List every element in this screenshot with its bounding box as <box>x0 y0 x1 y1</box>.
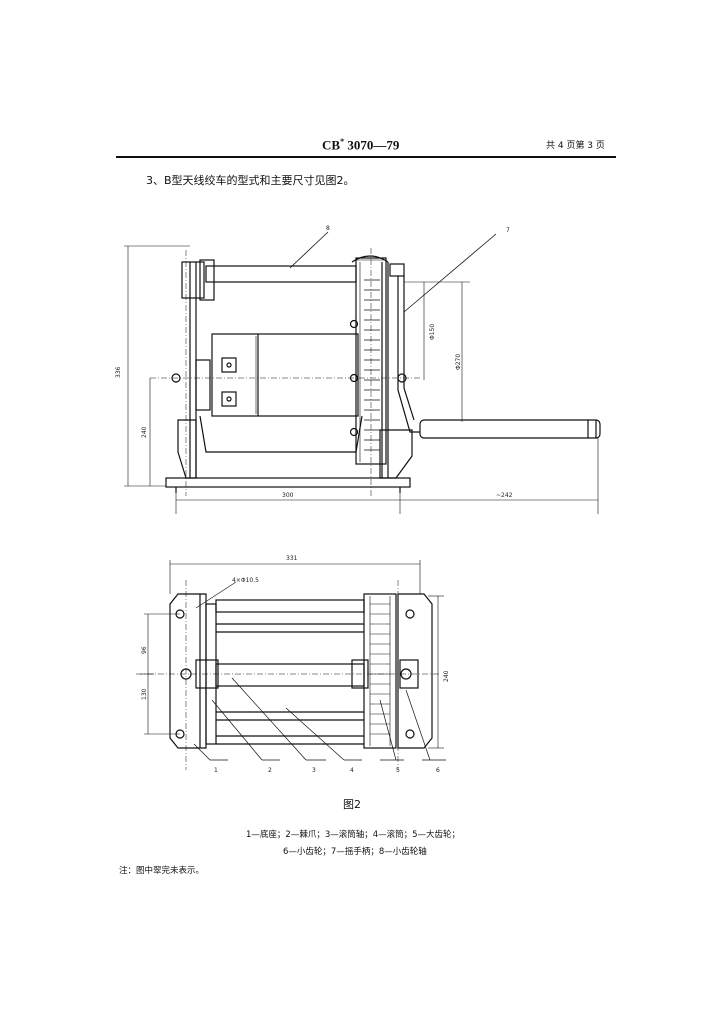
callout-5: 5 <box>396 767 400 774</box>
callout-6: 6 <box>436 767 440 774</box>
dim-bolt-holes: 4×Φ10.5 <box>232 577 259 584</box>
dim-240-plan: 240 <box>443 670 450 682</box>
dim-331: 331 <box>286 555 298 562</box>
callout-8: 8 <box>326 225 330 232</box>
plan-view-drawing <box>136 560 446 770</box>
callout-4: 4 <box>350 767 354 774</box>
front-elevation-drawing <box>124 231 601 514</box>
header-rule <box>116 156 616 158</box>
dim-phi150: Φ150 <box>429 324 436 340</box>
dim-300: 300 <box>282 492 294 499</box>
callout-2: 2 <box>268 767 272 774</box>
section-text: 3、B型天线绞车的型式和主要尺寸见图2。 <box>146 174 355 187</box>
dim-240: 240 <box>141 426 148 438</box>
callout-7: 7 <box>506 227 510 234</box>
dim-130: 130 <box>141 688 148 700</box>
dim-phi270: Φ270 <box>455 354 462 370</box>
page-info: 共 4 页第 3 页 <box>546 141 605 151</box>
document-code: CB* 3070—79 <box>322 137 400 153</box>
dim-96: 96 <box>141 646 148 654</box>
figure-legend-line-2: 6—小齿轮；7—摇手柄；8—小齿轮轴 <box>283 847 427 857</box>
dim-336: 336 <box>115 366 122 378</box>
figure-legend-line-1: 1—底座；2—棘爪；3—滚筒轴；4—滚筒；5—大齿轮； <box>246 830 461 840</box>
figure-label: 图2 <box>343 798 361 811</box>
callout-3: 3 <box>312 767 316 774</box>
callout-1: 1 <box>214 767 218 774</box>
dim-242: ~242 <box>496 492 513 499</box>
figure-note: 注：图中翠完未表示。 <box>119 866 205 876</box>
